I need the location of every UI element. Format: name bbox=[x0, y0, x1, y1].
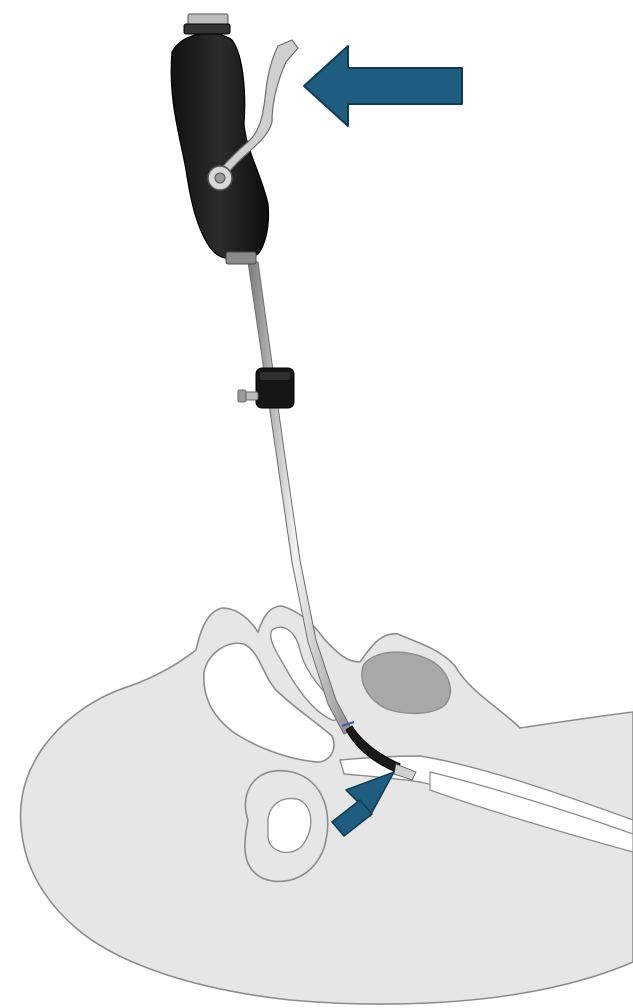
lever-pivot-center bbox=[215, 173, 225, 183]
handle-top-connector bbox=[184, 14, 230, 34]
handle-collar bbox=[226, 252, 256, 264]
arrow-left-icon bbox=[304, 46, 462, 126]
port-connector bbox=[238, 368, 294, 408]
head-profile bbox=[21, 606, 633, 1004]
